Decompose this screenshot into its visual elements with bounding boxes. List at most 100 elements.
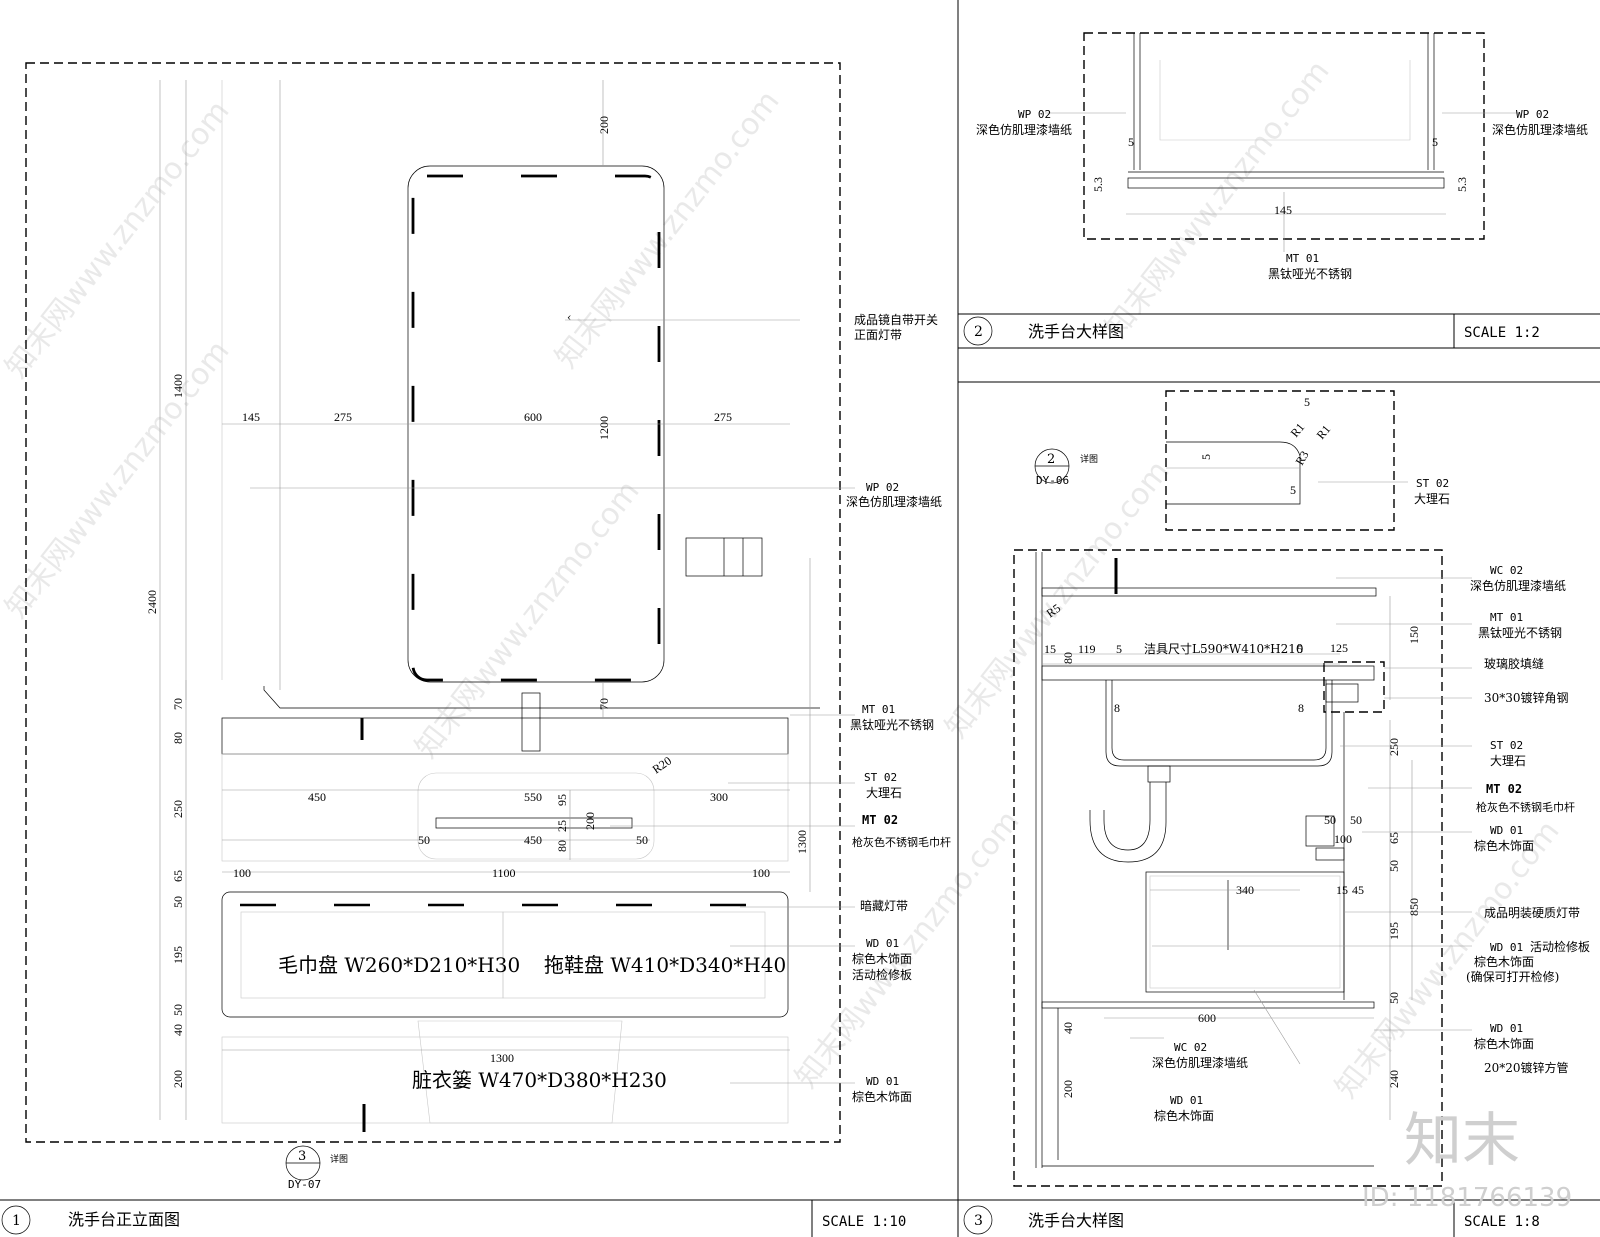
mt02-code: MT 02	[1486, 782, 1522, 796]
dim-text: 275	[714, 410, 732, 424]
mt01-desc: 黑钛哑光不锈钢	[850, 717, 934, 732]
dim-text: 80	[555, 840, 569, 852]
wp02-code: WP 02	[866, 481, 899, 494]
mt01-code: MT 01	[1490, 611, 1523, 624]
dim-text: 70	[597, 698, 611, 710]
image-id: ID: 1181766139	[1362, 1183, 1572, 1213]
dim-text: 1100	[492, 866, 516, 880]
wp02-code-right: WP 02	[1516, 108, 1549, 121]
dim-text: 1400	[171, 374, 185, 398]
section-view-boundary	[1013, 549, 1443, 1187]
dim-text: 450	[524, 833, 542, 847]
brand-logo: 知末	[1404, 1106, 1520, 1174]
dim-text: 125	[1330, 641, 1348, 655]
watermark-text: 知末网www.znzmo.com	[939, 454, 1177, 745]
dim-text: 80	[171, 732, 185, 744]
elevation-dimension-lines	[159, 80, 855, 1120]
wd01-code: WD 01	[1490, 941, 1523, 954]
wd01-code: WD 01	[1490, 824, 1523, 837]
callout-ref: DY-07	[288, 1178, 321, 1191]
panel-scale: SCALE 1:8	[1464, 1214, 1540, 1230]
dim-text: R1	[1314, 422, 1334, 442]
dim-text: 5	[1304, 395, 1310, 409]
detail2-section	[1127, 33, 1445, 189]
dim-text: 40	[171, 1024, 185, 1036]
wp02-desc: 深色仿肌理漆墙纸	[846, 495, 942, 509]
section-material-labels: WC 02 深色仿肌理漆墙纸 MT 01 黑钛哑光不锈钢 玻璃胶填缝 30*30…	[1152, 564, 1590, 1123]
basin-outline	[417, 772, 655, 860]
cabinet-drawer	[221, 891, 789, 1018]
dim-text: 5	[1199, 454, 1213, 460]
dim-text: 65	[171, 870, 185, 882]
dim-text: R1	[1288, 420, 1308, 440]
dim-text: 250	[171, 800, 185, 818]
elevation-dimensions: 145 275 600 275 450 550 300 50 450 50 10…	[145, 116, 809, 1088]
panel-number: 3	[974, 1213, 983, 1229]
mt01-trim-line	[263, 686, 820, 709]
laundry-basket-label: 脏衣篓 W470*D380*H230	[412, 1068, 667, 1092]
panel-scale: SCALE 1:2	[1464, 325, 1540, 341]
dim-text: 95	[555, 794, 569, 806]
dim-text: 300	[710, 790, 728, 804]
dim-text: 8	[1298, 701, 1304, 715]
dim-text: 40	[1061, 1022, 1075, 1034]
elevation-view-boundary	[25, 62, 841, 1143]
dim-text: 100	[233, 866, 251, 880]
detail-callout-2[interactable]: 2 DY-06 详图	[1034, 448, 1098, 487]
panel-number: 2	[974, 324, 983, 340]
tray-recess	[502, 911, 766, 999]
dim-text: 50	[171, 1004, 185, 1016]
dim-text: 100	[752, 866, 770, 880]
title-block-2: 2 洗手台大样图 SCALE 1:2	[958, 313, 1600, 349]
led-strip-label: 成品明装硬质灯带	[1484, 906, 1580, 920]
dim-text: 200	[583, 812, 597, 830]
vanity-stone-top	[221, 717, 789, 755]
callout-ref: DY-06	[1036, 474, 1069, 487]
dim-text: 150	[1407, 626, 1421, 644]
wc02-code: WC 02	[1490, 564, 1523, 577]
detail2-dimensions: 5 5 5.3 5.3 145	[1091, 135, 1469, 217]
st02-code-inset: ST 02	[1416, 477, 1449, 490]
dim-text: 200	[171, 1070, 185, 1088]
dim-text: 145	[1274, 203, 1292, 217]
detail2-labels: WP 02 深色仿肌理漆墙纸 WP 02 深色仿肌理漆墙纸 MT 01 黑钛哑光…	[976, 108, 1588, 281]
dim-text: 240	[1387, 1070, 1401, 1088]
wc02-code: WC 02	[1174, 1041, 1207, 1054]
dim-text: 1200	[597, 416, 611, 440]
stone-edge-profile	[1166, 441, 1301, 505]
dim-text: 100	[1334, 832, 1352, 846]
section-geometry	[1035, 552, 1385, 1168]
dim-text: 145	[242, 410, 260, 424]
detail-callout-3[interactable]: 3 DY-07 详图	[285, 1145, 348, 1191]
wd01-note: 活动检修板	[1530, 939, 1590, 954]
wd01-code: WD 01	[1490, 1022, 1523, 1035]
elevation-material-labels: 成品镜自带开关 正面灯带 WP 02 深色仿肌理漆墙纸 MT 01 黑钛哑光不锈…	[846, 312, 951, 1104]
mt02-desc: 枪灰色不锈钢毛巾杆	[1476, 800, 1575, 814]
tube-label: 20*20镀锌方管	[1484, 1060, 1569, 1075]
mirror-label-line1: 成品镜自带开关	[854, 312, 938, 327]
wd01-code: WD 01	[866, 1075, 899, 1088]
dim-text: 25	[555, 820, 569, 832]
dim-text: 5	[1432, 135, 1438, 149]
section-dimension-lines	[1042, 596, 1413, 1120]
dim-text: 15	[1336, 883, 1348, 897]
watermark-text: 知末网www.znzmo.com	[1099, 54, 1337, 345]
inset-dimensions: 5 R1 R1 5 R3 5	[1199, 395, 1333, 497]
wp02-desc-left: 深色仿肌理漆墙纸	[976, 123, 1072, 137]
mirror-label-line2: 正面灯带	[854, 328, 902, 342]
svg-text:‹: ‹	[567, 311, 571, 324]
wp02-desc-right: 深色仿肌理漆墙纸	[1492, 123, 1588, 137]
dim-text: 50	[1324, 813, 1336, 827]
dim-text: 250	[1387, 738, 1401, 756]
dim-text: 5	[1116, 642, 1122, 656]
towel-bar	[435, 817, 633, 829]
dim-text: 195	[171, 946, 185, 964]
dim-text: 200	[597, 116, 611, 134]
panel-scale: SCALE 1:10	[822, 1214, 906, 1230]
dim-text: 50	[1350, 813, 1362, 827]
wd01-code: WD 01	[866, 937, 899, 950]
angle-steel-label: 30*30镀锌角钢	[1484, 691, 1569, 705]
towel-tray-label: 毛巾盘 W260*D210*H30	[278, 953, 520, 977]
wc02-desc: 深色仿肌理漆墙纸	[1152, 1056, 1248, 1070]
